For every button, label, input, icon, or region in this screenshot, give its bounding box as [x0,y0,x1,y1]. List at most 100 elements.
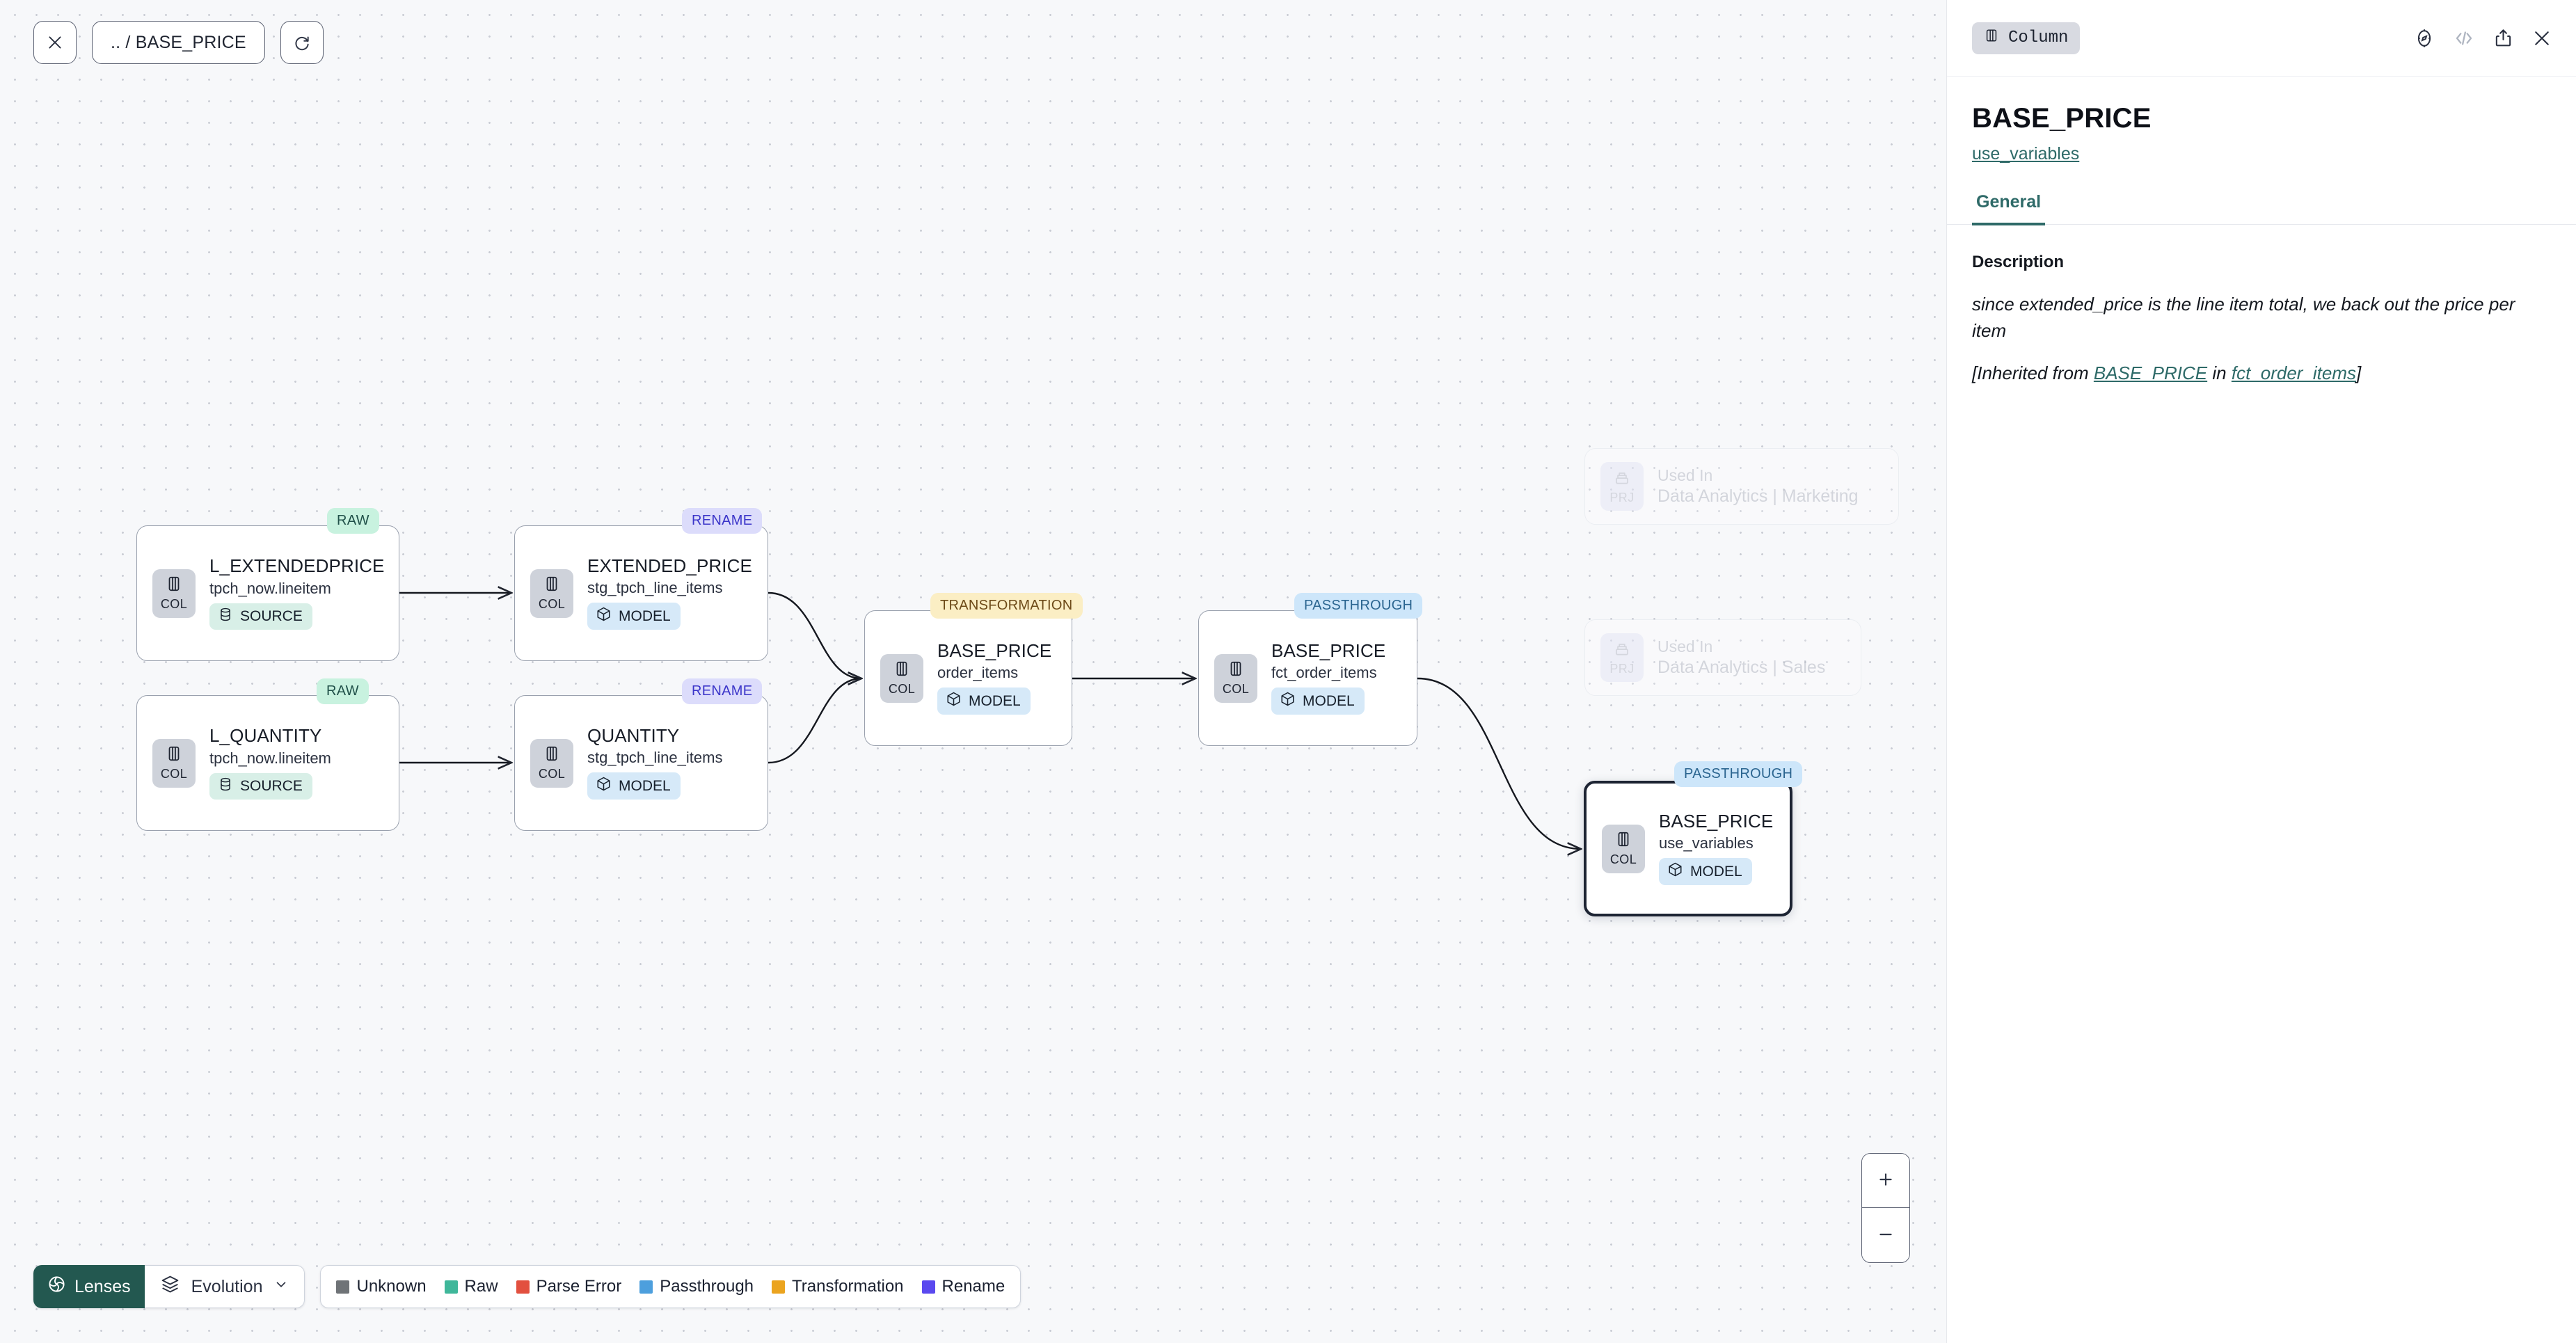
node-title: BASE_PRICE [1659,810,1774,832]
node-title: BASE_PRICE [937,639,1052,661]
legend-item-parse-error[interactable]: Parse Error [516,1277,621,1296]
cube-icon [1667,861,1683,882]
project-kind-label: PRJ [1609,661,1635,676]
operation-badge-l_extendedprice: RAW [327,508,379,534]
project-kind-label: PRJ [1609,490,1635,504]
lineage-node-extended_price[interactable]: COL EXTENDED_PRICE stg_tpch_line_items M… [514,525,768,661]
inherited-suffix: ] [2356,362,2362,383]
refresh-icon [293,33,311,51]
node-materialization-chip: SOURCE [209,603,312,630]
used-in-label: Used In [1657,466,1713,484]
node-body: L_EXTENDEDPRICE tpch_now.lineitem SOURCE [209,555,385,630]
used-in-marketing[interactable]: PRJ Used In Data Analytics | Marketing [1584,448,1899,525]
node-materialization-chip: MODEL [1659,858,1752,886]
inherited-middle: in [2207,362,2232,383]
node-kind-label: COL [888,682,916,696]
layers-icon [160,1274,180,1299]
legend-swatch [639,1280,653,1294]
node-kind-label: COL [160,767,188,781]
node-body: BASE_PRICE fct_order_items MODEL [1271,639,1386,715]
lenses-button[interactable]: Lenses [33,1265,145,1308]
page-title: BASE_PRICE [1972,103,2152,134]
legend-swatch [336,1280,350,1294]
legend-item-passthrough[interactable]: Passthrough [639,1277,754,1296]
node-materialization-label: SOURCE [240,607,303,624]
node-title: EXTENDED_PRICE [587,555,752,576]
used-in-project-name: Data Analytics | Marketing [1657,486,1859,506]
lineage-node-l_quantity[interactable]: COL L_QUANTITY tpch_now.lineitem SOURCE [136,695,399,831]
description-section: Description since extended_price is the … [1947,225,2576,384]
compass-icon[interactable] [2414,28,2435,49]
inherited-column-link[interactable]: BASE_PRICE [2093,362,2208,383]
node-kind-label: COL [538,767,566,781]
tab-general[interactable]: General [1972,192,2046,225]
node-materialization-chip: MODEL [587,603,681,630]
panel-header-actions [2414,27,2552,49]
node-materialization-label: MODEL [969,692,1021,709]
lineage-node-quantity[interactable]: COL QUANTITY stg_tpch_line_items MODEL [514,695,768,831]
breadcrumb[interactable]: .. / BASE_PRICE [92,21,265,64]
legend-item-rename[interactable]: Rename [921,1277,1005,1296]
node-subtitle: tpch_now.lineitem [209,579,331,597]
close-icon [46,33,64,51]
edge-quantity-baseprice [768,678,861,764]
close-panel-icon[interactable] [2531,28,2552,49]
aperture-icon [47,1275,66,1298]
legend-swatch [516,1280,530,1294]
edge-extendedprice-baseprice [768,591,861,678]
inherited-model-link[interactable]: fct_order_items [2231,362,2357,383]
node-subtitle: tpch_now.lineitem [209,749,331,767]
inherited-prefix: [Inherited from [1972,362,2094,383]
refresh-button[interactable] [280,21,324,64]
chevron-down-icon [273,1277,289,1297]
lineage-node-base_price_order_items[interactable]: COL BASE_PRICE order_items MODEL [864,610,1072,746]
node-materialization-label: MODEL [619,607,671,624]
description-heading: Description [1972,253,2065,271]
node-kind-label: COL [1222,682,1250,696]
node-title: BASE_PRICE [1271,639,1386,661]
lineage-canvas[interactable]: COL L_EXTENDEDPRICE tpch_now.lineitem SO… [0,0,1946,1343]
node-materialization-label: MODEL [1690,863,1742,880]
node-materialization-chip: MODEL [587,772,681,800]
legend-item-unknown[interactable]: Unknown [336,1277,427,1296]
zoom-in-button[interactable] [1862,1154,1909,1208]
node-body: EXTENDED_PRICE stg_tpch_line_items MODEL [587,555,752,630]
node-kind-badge: COL [880,653,923,703]
used-in-body: Used In Data Analytics | Sales [1657,637,1825,678]
legend-swatch [444,1280,458,1294]
close-lineage-button[interactable] [33,21,77,64]
node-materialization-label: SOURCE [240,777,303,794]
legend-item-transformation[interactable]: Transformation [772,1277,904,1296]
node-materialization-chip: SOURCE [209,772,312,800]
legend-swatch [921,1280,935,1294]
node-subtitle: fct_order_items [1271,664,1377,682]
operation-badge-l_quantity: RAW [317,678,369,704]
node-kind-badge: COL [152,569,196,618]
node-kind-badge: COL [1214,653,1257,703]
column-icon [893,660,911,681]
lineage-node-l_extendedprice[interactable]: COL L_EXTENDEDPRICE tpch_now.lineitem SO… [136,525,399,661]
database-icon [218,607,233,626]
plus-icon [1877,1170,1895,1191]
node-subtitle: stg_tpch_line_items [587,579,723,597]
zoom-out-button[interactable] [1862,1208,1909,1262]
node-body: BASE_PRICE use_variables MODEL [1659,810,1774,886]
operation-badge-quantity: RENAME [682,678,763,704]
parent-model-link[interactable]: use_variables [1972,144,2080,164]
node-body: L_QUANTITY tpch_now.lineitem SOURCE [209,726,331,800]
panel-tabs: General [1947,192,2576,225]
column-icon [1614,830,1632,852]
evolution-dropdown[interactable]: Evolution [144,1265,305,1308]
lineage-node-base_price_fct_order_items[interactable]: COL BASE_PRICE fct_order_items MODEL [1198,610,1417,746]
lineage-legend: Unknown Raw Parse Error Passthrough Tran… [320,1265,1021,1308]
lineage-node-base_price_use_variables[interactable]: COL BASE_PRICE use_variables MODEL [1584,781,1792,916]
node-title: L_EXTENDEDPRICE [209,555,385,577]
description-body: since extended_price is the line item to… [1972,294,2515,341]
used-in-sales[interactable]: PRJ Used In Data Analytics | Sales [1584,619,1861,696]
code-icon[interactable] [2453,27,2475,49]
share-icon[interactable] [2493,28,2513,48]
node-materialization-chip: MODEL [1271,688,1365,715]
legend-item-raw[interactable]: Raw [444,1277,498,1296]
used-in-label: Used In [1657,637,1713,655]
